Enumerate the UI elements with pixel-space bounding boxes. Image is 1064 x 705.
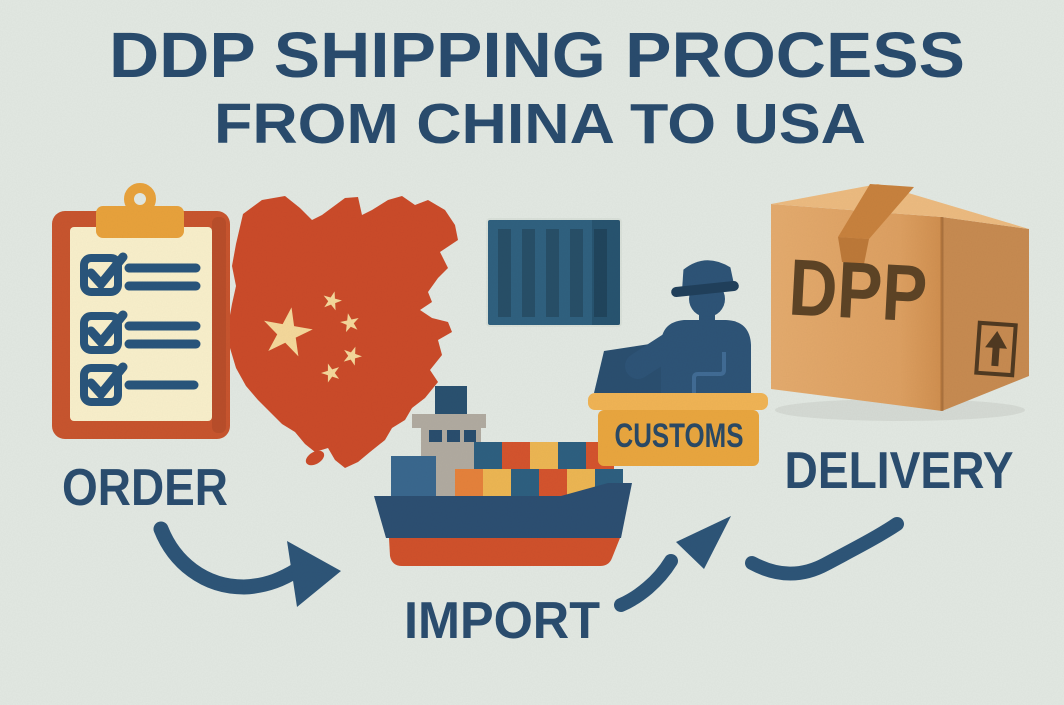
ddp-shipping-process-diagram: DDP SHIPPING PROCESS FROM CHINA TO USA [0,0,1064,705]
grain-texture [0,0,1064,705]
infographic-canvas: DDP SHIPPING PROCESS FROM CHINA TO USA [0,0,1064,705]
